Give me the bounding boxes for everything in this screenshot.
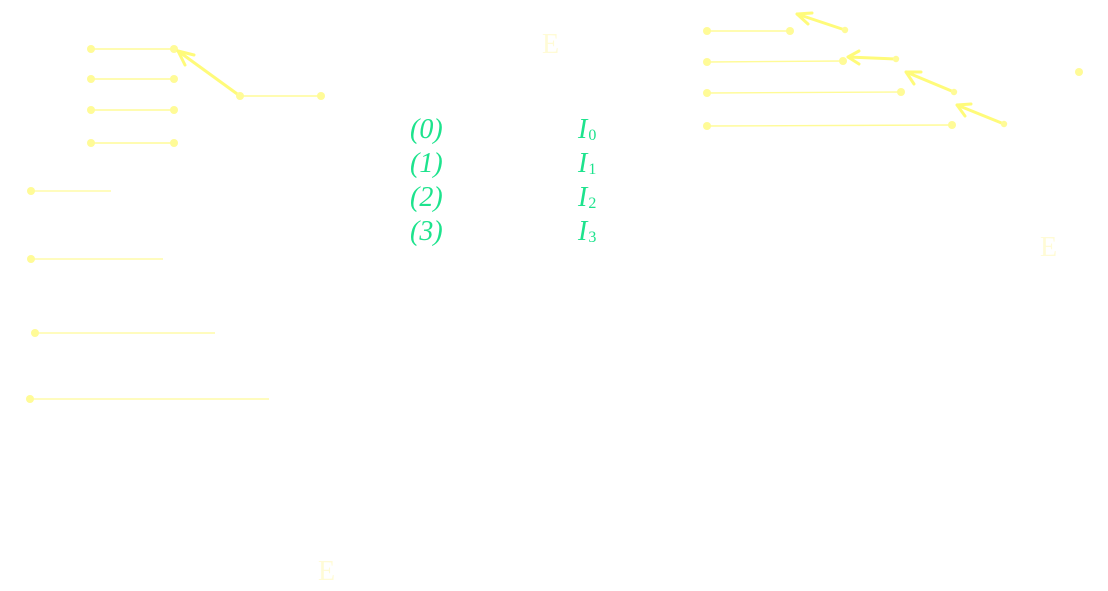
left-long-node-0 xyxy=(27,187,35,195)
isolated-point xyxy=(1075,68,1083,76)
top-left-arrow-group xyxy=(176,49,325,100)
right-arrow-tail-2 xyxy=(950,88,958,96)
right-arrow-line-2 xyxy=(905,70,955,94)
right-level-node-2b xyxy=(897,88,905,96)
top-left-node-0b xyxy=(170,45,178,53)
top-left-node-1a xyxy=(87,75,95,83)
top-left-node-3a xyxy=(87,139,95,147)
right-level-line-2 xyxy=(706,91,902,94)
right-level-node-2a xyxy=(703,89,711,97)
top-left-output-node-b xyxy=(317,92,325,100)
right-level-node-0b xyxy=(786,27,794,35)
right-arrow-tail-1 xyxy=(892,55,900,63)
right-arrow-tail-3 xyxy=(1000,120,1008,128)
right-arrowhead-1 xyxy=(846,49,861,66)
right-level-node-0a xyxy=(703,27,711,35)
left-long-lines xyxy=(26,187,269,403)
right-level-node-3a xyxy=(703,122,711,130)
right-arrowhead-0 xyxy=(795,11,814,26)
top-left-output-node-a xyxy=(236,92,244,100)
top-left-level-lines xyxy=(87,45,178,147)
bottom-energy-label: E xyxy=(318,556,336,587)
right-level-line-1 xyxy=(706,60,844,63)
right-level-node-3b xyxy=(948,121,956,129)
top-left-arrowhead xyxy=(176,49,196,67)
top-left-arrow-line xyxy=(177,49,241,98)
left-long-node-1 xyxy=(27,255,35,263)
right-arrow-tail-0 xyxy=(841,26,849,34)
right-arrows xyxy=(795,11,1008,128)
top-left-node-3b xyxy=(170,139,178,147)
top-center-energy-label: E xyxy=(542,29,560,60)
left-long-node-3 xyxy=(26,395,34,403)
right-arrowhead-2 xyxy=(904,70,923,86)
right-energy-label: E xyxy=(1040,232,1058,263)
right-level-node-1a xyxy=(703,58,711,66)
right-level-lines xyxy=(703,27,956,130)
right-arrowhead-3 xyxy=(955,102,973,118)
right-level-line-3 xyxy=(706,124,953,127)
top-left-node-2a xyxy=(87,106,95,114)
top-left-node-0a xyxy=(87,45,95,53)
right-arrow-line-0 xyxy=(796,12,846,32)
right-level-node-1b xyxy=(839,57,847,65)
top-left-node-2b xyxy=(170,106,178,114)
right-arrow-line-1 xyxy=(847,55,897,61)
right-arrow-line-3 xyxy=(956,103,1005,126)
left-long-node-2 xyxy=(31,329,39,337)
top-left-node-1b xyxy=(170,75,178,83)
